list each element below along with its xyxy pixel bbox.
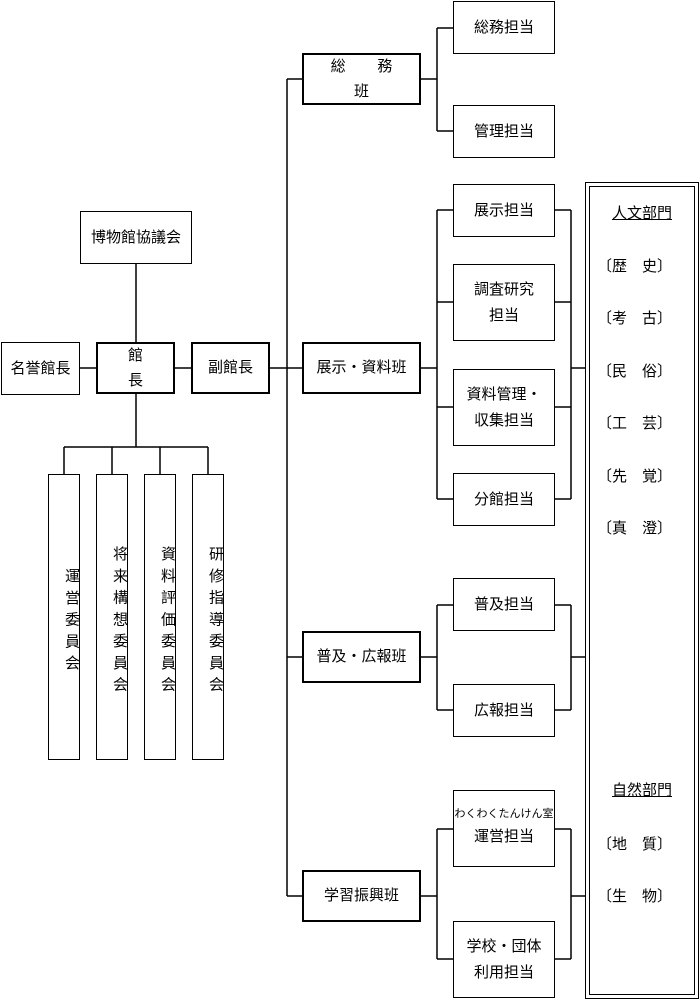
- waku-label-small: わくわくたんけん室: [454, 807, 554, 821]
- tenji-tanto-label: 展示担当: [473, 200, 534, 219]
- committee-hyoka: 資料評価委員会: [144, 474, 177, 760]
- committee-shorai: 将来構想委員会: [96, 474, 129, 760]
- waku-unei-tanto-box: わくわくたんけん室 運営担当: [453, 790, 555, 867]
- committee-kenshu: 研修指導委員会: [192, 474, 225, 760]
- department-panel-outer: [585, 182, 699, 999]
- jinbun-item: 〔真 澄〕: [597, 519, 673, 537]
- chosa-tanto-box: 調査研究 担当: [453, 264, 555, 341]
- somu-tanto-label: 総務担当: [473, 17, 534, 36]
- jinbun-item: 〔考 古〕: [597, 309, 673, 327]
- jinbun-item: 〔先 覚〕: [597, 467, 673, 485]
- gakko-tanto-box: 学校・団体 利用担当: [453, 921, 555, 998]
- kancho-box: 館 長: [96, 342, 175, 394]
- meiyo-kancho-label: 名誉館長: [10, 358, 71, 377]
- gakushu-han-label: 学習振興班: [323, 886, 399, 905]
- committee-label: 運営委員会: [63, 567, 81, 677]
- meiyo-kancho-box: 名誉館長: [1, 342, 80, 395]
- jinbun-heading: 人文部門: [612, 204, 673, 222]
- shiryo-tanto-line2: 収集担当: [473, 410, 534, 429]
- gakushu-han-box: 学習振興班: [302, 870, 421, 922]
- committee-label: 研修指導委員会: [207, 545, 225, 699]
- jinbun-item: 〔歴 史〕: [597, 257, 673, 275]
- shizen-heading: 自然部門: [612, 781, 673, 799]
- committee-label: 資料評価委員会: [159, 545, 177, 699]
- waku-label-main: 運営担当: [473, 827, 534, 846]
- kyogikai-box: 博物館協議会: [80, 211, 192, 264]
- fuku-kancho-box: 副館長: [191, 342, 270, 394]
- gakko-tanto-line2: 利用担当: [473, 962, 534, 981]
- shiryo-tanto-box: 資料管理・ 収集担当: [453, 369, 555, 446]
- bunkan-tanto-label: 分館担当: [473, 489, 534, 508]
- shiryo-tanto-line1: 資料管理・: [466, 385, 542, 403]
- somu-tanto-box: 総務担当: [453, 1, 555, 54]
- tenji-han-box: 展示・資料班: [302, 342, 421, 394]
- kanri-tanto-box: 管理担当: [453, 105, 555, 158]
- fuku-kancho-label: 副館長: [207, 358, 253, 377]
- fukyu-tanto-label: 普及担当: [473, 594, 534, 613]
- kancho-label: 館 長: [127, 345, 157, 390]
- chosa-tanto-line2: 担当: [488, 305, 519, 324]
- committee-unei: 運営委員会: [48, 474, 81, 760]
- committee-label: 将来構想委員会: [111, 545, 129, 699]
- gakko-tanto-line1: 学校・団体: [466, 937, 542, 955]
- shizen-item: 〔地 質〕: [597, 835, 673, 853]
- koho-tanto-label: 広報担当: [473, 700, 534, 719]
- koho-tanto-box: 広報担当: [453, 684, 555, 737]
- somu-han-label: 総 務 班: [330, 56, 406, 101]
- kanri-tanto-label: 管理担当: [473, 121, 534, 140]
- somu-han-box: 総 務 班: [302, 53, 421, 105]
- tenji-tanto-box: 展示担当: [453, 184, 555, 237]
- jinbun-item: 〔民 俗〕: [597, 362, 673, 380]
- jinbun-item: 〔工 芸〕: [597, 414, 673, 432]
- bunkan-tanto-box: 分館担当: [453, 473, 555, 526]
- fukyu-tanto-box: 普及担当: [453, 578, 555, 631]
- tenji-han-label: 展示・資料班: [316, 358, 407, 377]
- chosa-tanto-line1: 調査研究: [473, 280, 534, 298]
- kyogikai-label: 博物館協議会: [90, 227, 181, 246]
- fukyu-han-box: 普及・広報班: [302, 631, 421, 683]
- fukyu-han-label: 普及・広報班: [316, 647, 407, 666]
- shizen-item: 〔生 物〕: [597, 887, 673, 905]
- department-panel-inner: [589, 186, 695, 995]
